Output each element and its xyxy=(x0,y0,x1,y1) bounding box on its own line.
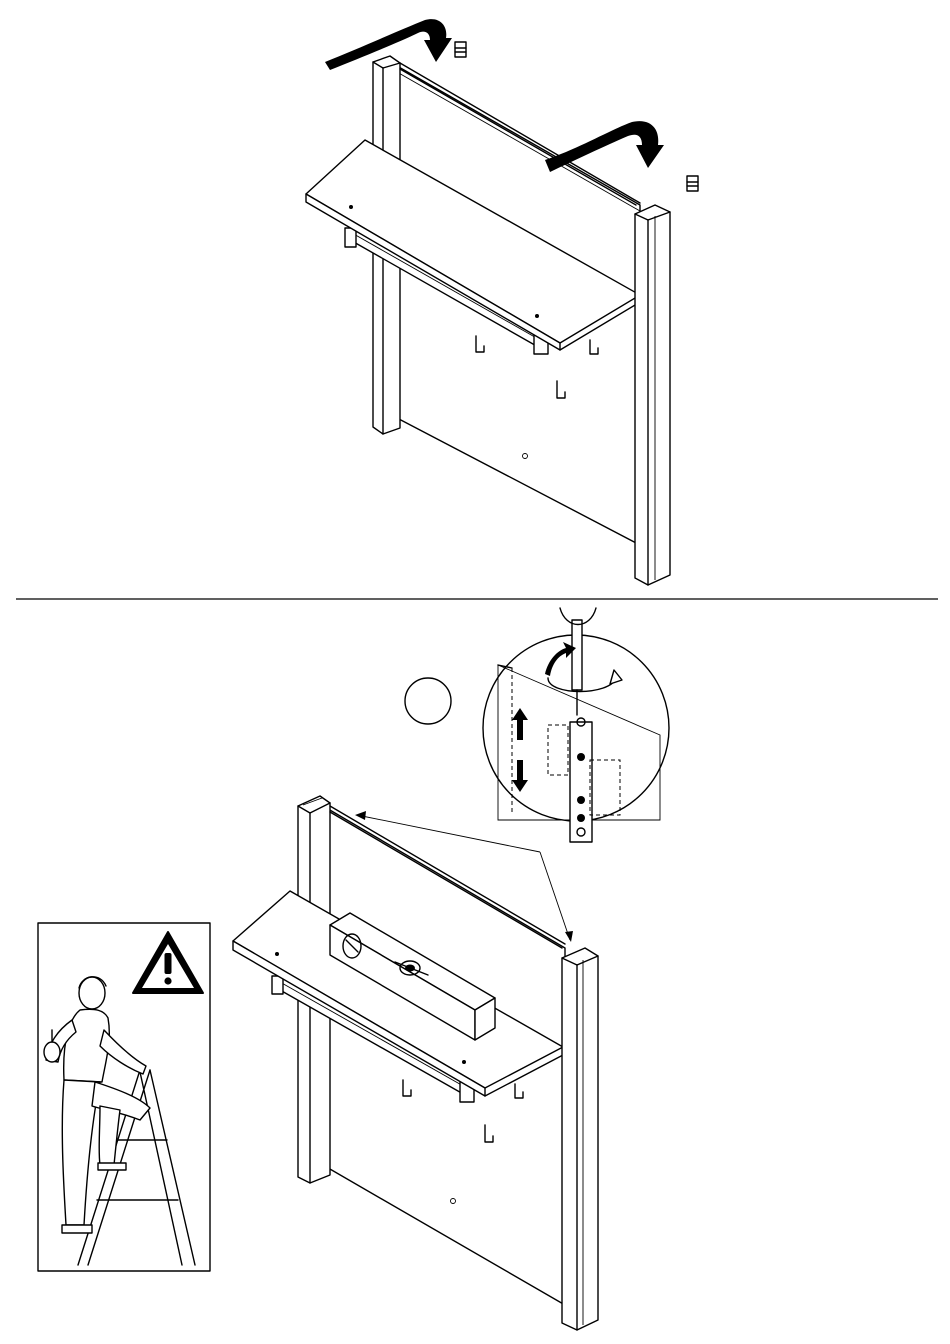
detail-magnifier xyxy=(483,608,669,842)
step-number-circle xyxy=(405,678,451,724)
warning-panel xyxy=(38,923,210,1271)
rotate-arrow-right xyxy=(545,121,664,172)
step-bottom-illustration xyxy=(38,608,669,1330)
step-top-illustration xyxy=(306,19,698,585)
right-upright xyxy=(562,948,598,1330)
right-upright xyxy=(635,205,670,585)
